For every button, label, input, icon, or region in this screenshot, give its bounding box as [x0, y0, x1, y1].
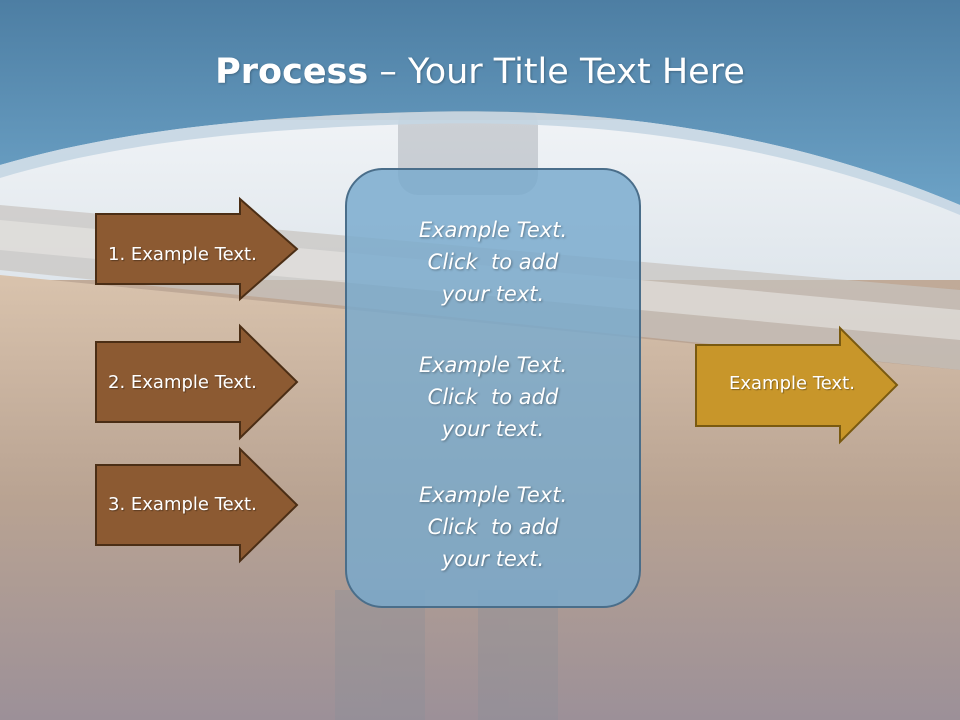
- text-block-2-line-2: Click to add: [427, 385, 559, 409]
- text-block-2: Example Text. Click to add your text.: [347, 349, 639, 445]
- arrow-right-icon: [695, 325, 899, 445]
- text-block-1-line-3: your text.: [441, 282, 545, 306]
- arrow-right-icon: [95, 323, 299, 441]
- title-rest: – Your Title Text Here: [368, 52, 745, 92]
- text-block-1: Example Text. Click to add your text.: [347, 214, 639, 310]
- arrow-right-icon: [95, 196, 299, 302]
- left-arrow-3[interactable]: 3. Example Text.: [95, 446, 300, 564]
- slide-title: Process – Your Title Text Here: [0, 52, 960, 92]
- left-arrow-1-label: 1. Example Text.: [108, 244, 257, 265]
- left-arrow-2-label: 2. Example Text.: [108, 372, 257, 393]
- text-block-1-line-1: Example Text.: [418, 218, 568, 242]
- text-block-3-line-3: your text.: [441, 547, 545, 571]
- text-block-3-line-2: Click to add: [427, 515, 559, 539]
- left-arrow-1[interactable]: 1. Example Text.: [95, 196, 300, 302]
- left-arrow-3-label: 3. Example Text.: [108, 494, 257, 515]
- text-block-2-line-3: your text.: [441, 417, 545, 441]
- text-block-3-line-1: Example Text.: [418, 483, 568, 507]
- text-block-2-line-1: Example Text.: [418, 353, 568, 377]
- text-block-1-line-2: Click to add: [427, 250, 559, 274]
- right-arrow[interactable]: Example Text.: [695, 325, 900, 445]
- left-arrow-2[interactable]: 2. Example Text.: [95, 323, 300, 441]
- center-text-box[interactable]: Example Text. Click to add your text. Ex…: [345, 168, 641, 608]
- title-bold: Process: [215, 52, 369, 92]
- text-block-3: Example Text. Click to add your text.: [347, 479, 639, 575]
- arrow-right-icon: [95, 446, 299, 564]
- right-arrow-label: Example Text.: [729, 373, 855, 394]
